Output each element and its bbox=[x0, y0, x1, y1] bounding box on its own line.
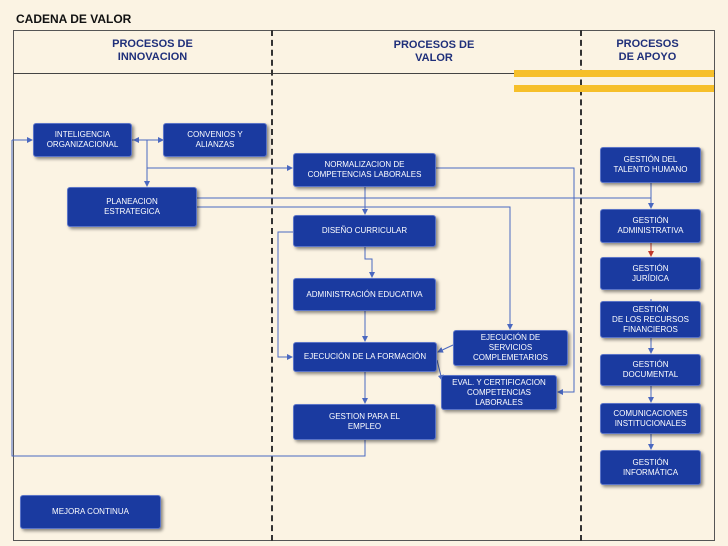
node-administracion-educativa[interactable]: ADMINISTRACIÓN EDUCATIVA bbox=[293, 278, 436, 311]
node-gestion-documental[interactable]: GESTIÓN DOCUMENTAL bbox=[600, 354, 701, 386]
node-gestion-informatica[interactable]: GESTIÓN INFORMÁTICA bbox=[600, 450, 701, 485]
accent-bar-top bbox=[514, 70, 714, 77]
node-eval-certificacion[interactable]: EVAL. Y CERTIFICACION COMPETENCIAS LABOR… bbox=[441, 375, 557, 410]
column-header-innovacion: PROCESOS DE INNOVACION bbox=[112, 38, 193, 63]
accent-bar-bottom bbox=[514, 85, 714, 92]
node-talento-humano[interactable]: GESTIÓN DEL TALENTO HUMANO bbox=[600, 147, 701, 183]
node-planeacion-estrategica[interactable]: PLANEACION ESTRATEGICA bbox=[67, 187, 197, 227]
node-inteligencia-organizacional[interactable]: INTELIGENCIA ORGANIZACIONAL bbox=[33, 123, 132, 157]
node-gestion-empleo[interactable]: GESTION PARA EL EMPLEO bbox=[293, 404, 436, 440]
node-normalizacion-competencias[interactable]: NORMALIZACION DE COMPETENCIAS LABORALES bbox=[293, 153, 436, 187]
connector-servicios-ejecucion bbox=[437, 344, 454, 353]
node-diseno-curricular[interactable]: DISEÑO CURRICULAR bbox=[293, 215, 436, 247]
connector-diseno-administracion bbox=[364, 247, 375, 278]
column-header-apoyo: PROCESOS DE APOYO bbox=[616, 38, 679, 63]
node-recursos-financieros[interactable]: GESTIÓN DE LOS RECURSOS FINANCIEROS bbox=[600, 301, 701, 338]
connector-diseno-ejecucion bbox=[277, 231, 293, 360]
node-ejecucion-formacion[interactable]: EJECUCIÓN DE LA FORMACIÓN bbox=[293, 342, 437, 372]
node-gestion-juridica[interactable]: GESTIÓN JURÍDICA bbox=[600, 257, 701, 290]
column-divider-left bbox=[271, 30, 273, 541]
diagram-frame bbox=[13, 30, 715, 541]
connector-normalizacion-eval bbox=[436, 167, 575, 395]
node-gestion-administrativa[interactable]: GESTIÓN ADMINISTRATIVA bbox=[600, 209, 701, 243]
node-mejora-continua[interactable]: MEJORA CONTINUA bbox=[20, 495, 161, 529]
column-divider-right bbox=[580, 30, 582, 541]
node-ejecucion-servicios[interactable]: EJECUCIÓN DE SERVICIOS COMPLEMETARIOS bbox=[453, 330, 568, 366]
connector-to-servicios bbox=[197, 206, 513, 330]
node-comunicaciones-institucionales[interactable]: COMUNICACIONES INSTITUCIONALES bbox=[600, 403, 701, 434]
connector-feedback-loop bbox=[11, 140, 366, 457]
node-convenios-alianzas[interactable]: CONVENIOS Y ALIANZAS bbox=[163, 123, 267, 157]
column-header-valor: PROCESOS DE VALOR bbox=[393, 39, 475, 64]
diagram-title: CADENA DE VALOR bbox=[16, 12, 132, 26]
header-separator bbox=[13, 73, 715, 74]
